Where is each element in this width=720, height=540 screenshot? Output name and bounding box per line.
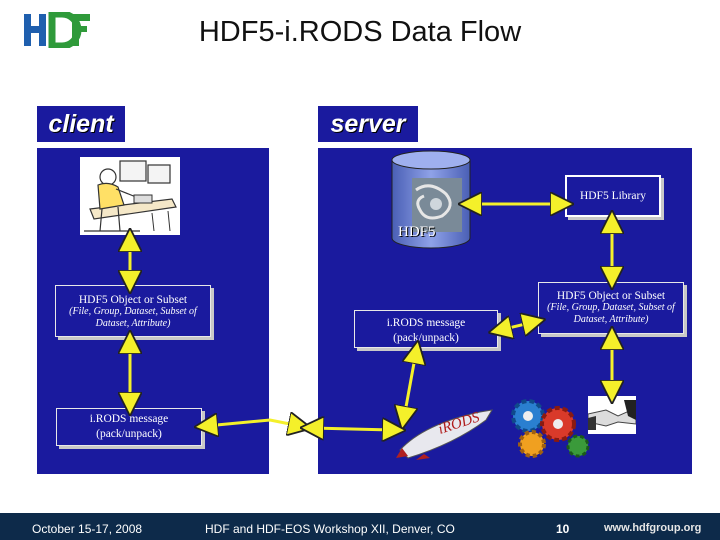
client-section-label: client	[37, 106, 125, 142]
arrow-client-to-server-irods	[206, 420, 300, 426]
server-irods-message-line1: i.RODS message	[386, 317, 466, 329]
arrow-irods-to-object	[500, 322, 534, 330]
irods-rocket-icon: iRODS	[396, 409, 493, 460]
hdf-logo	[24, 12, 90, 48]
hdf5-file-label: HDF5	[398, 224, 436, 240]
arrow-irods-to-rocket	[404, 352, 416, 418]
handshake-icon	[588, 396, 636, 434]
server-hdf5-object-box: HDF5 Object or Subset (File, Group, Data…	[538, 282, 684, 334]
server-object-title: HDF5 Object or Subset	[556, 290, 666, 302]
page-number: 10	[556, 522, 570, 536]
page-title: HDF5-i.RODS Data Flow	[198, 16, 522, 48]
client-irods-message-box: i.RODS message (pack/unpack)	[56, 408, 202, 446]
client-irods-message-line1: i.RODS message	[89, 413, 169, 425]
footer-bar	[0, 513, 720, 540]
client-object-subtitle: (File, Group, Dataset, Subset of Dataset…	[69, 306, 197, 329]
footer-date: October 15-17, 2008	[32, 522, 143, 536]
gears-icon	[511, 399, 590, 458]
client-irods-message-line2: (pack/unpack)	[96, 428, 162, 440]
server-section-label: server	[318, 106, 418, 142]
hdf5-file-cylinder-icon	[391, 150, 471, 249]
server-object-subtitle: (File, Group, Dataset, Subset of Dataset…	[547, 302, 675, 325]
footer-event: HDF and HDF-EOS Workshop XII, Denver, CO	[205, 522, 455, 536]
client-object-title: HDF5 Object or Subset	[78, 294, 188, 306]
footer-url: www.hdfgroup.org	[604, 522, 702, 534]
user-workstation-illustration	[80, 157, 180, 235]
